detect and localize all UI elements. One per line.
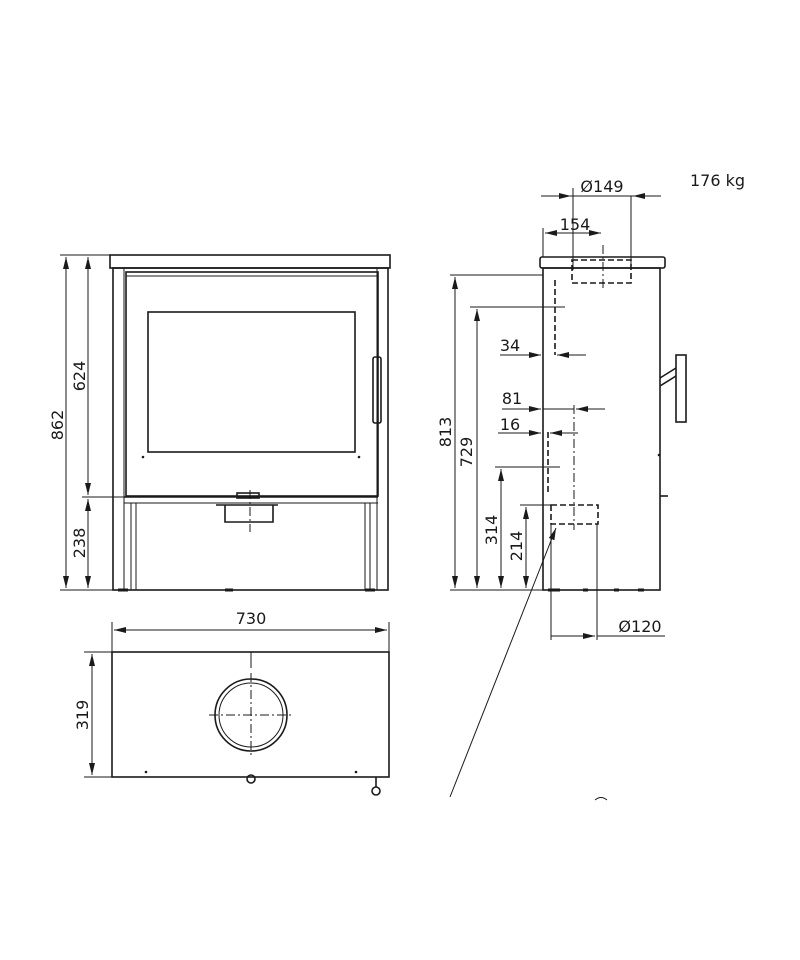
dim-offset-16: 16	[500, 415, 520, 434]
door	[125, 271, 379, 497]
top-plate	[109, 254, 391, 269]
dim-offset-34: 34	[500, 336, 520, 355]
dim-width: 730	[236, 609, 267, 628]
dim-height-flue-center: 729	[457, 437, 476, 468]
rear-flue-outlet	[550, 504, 599, 525]
top-flue-outlet	[571, 259, 632, 284]
dim-flue-top-offset: 154	[560, 215, 591, 234]
top-view: 730 319	[73, 609, 390, 796]
dim-offset-81: 81	[502, 389, 522, 408]
front-view: 862 624 238	[48, 254, 391, 592]
dim-flue-rear-diameter: Ø120	[618, 617, 661, 636]
dim-height-door: 624	[70, 361, 89, 392]
dim-height-314: 314	[482, 515, 501, 546]
side-view: Ø149 154 813 729 314 214 34 81 16 Ø120	[436, 177, 687, 801]
dim-height-total: 862	[48, 410, 67, 441]
dim-height-rear-flue: 214	[507, 531, 526, 562]
side-body	[542, 267, 661, 591]
side-handle	[675, 354, 687, 423]
air-control	[236, 492, 260, 499]
ash-pan	[216, 504, 278, 523]
weight-label: 176 kg	[690, 171, 745, 190]
door-glass	[147, 311, 356, 453]
door-handle	[372, 356, 382, 424]
dim-height-base: 238	[70, 528, 89, 559]
dim-depth: 319	[73, 700, 92, 731]
leader-line	[449, 527, 557, 798]
dim-flue-top-diameter: Ø149	[580, 177, 623, 196]
dim-height-body: 813	[436, 417, 455, 448]
stove-body	[112, 267, 389, 591]
